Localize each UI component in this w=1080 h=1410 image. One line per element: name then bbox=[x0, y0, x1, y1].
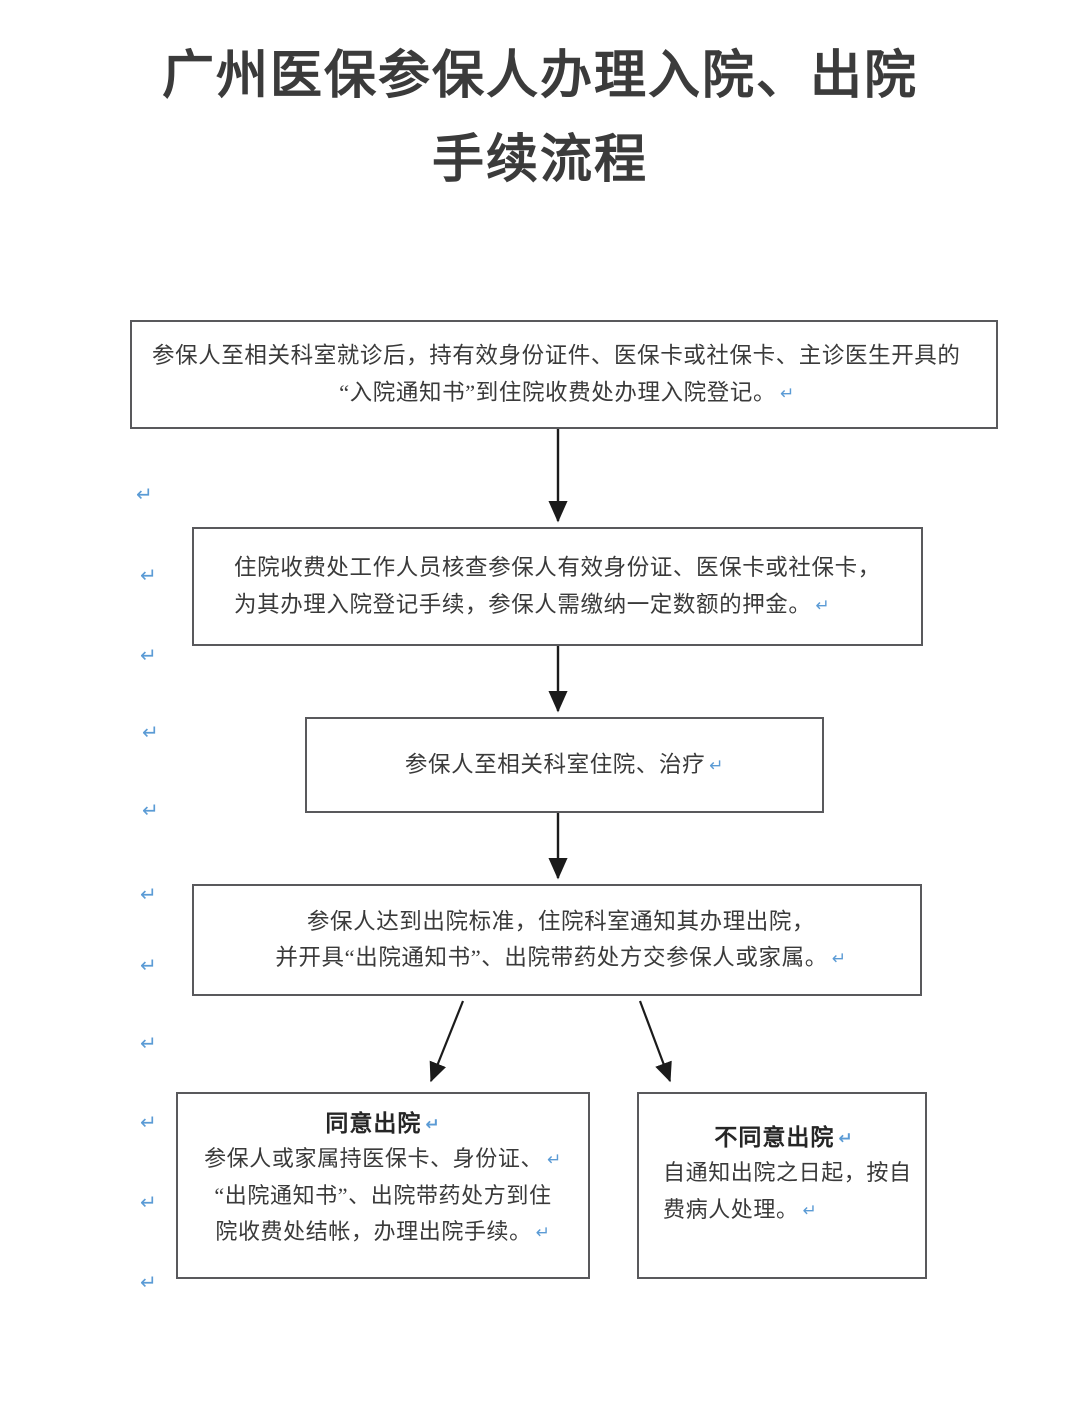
paragraph-mark-icon: ↵ bbox=[709, 755, 725, 776]
flow-node-verification-deposit: 住院收费处工作人员核查参保人有效身份证、医保卡或社保卡， 为其办理入院登记手续，… bbox=[192, 527, 923, 646]
flow-node-disagree-discharge: 不同意出院↵ 自通知出院之日起，按自 费病人处理。↵ bbox=[637, 1092, 927, 1279]
margin-paragraph-mark-icon: ↵ bbox=[140, 882, 157, 906]
margin-paragraph-mark-icon: ↵ bbox=[136, 482, 153, 506]
connector-box4-box6 bbox=[638, 1000, 672, 1083]
paragraph-mark-icon: ↵ bbox=[535, 1223, 551, 1244]
connector-box4-box5 bbox=[429, 1000, 465, 1083]
margin-paragraph-mark-icon: ↵ bbox=[140, 563, 157, 587]
margin-paragraph-mark-icon: ↵ bbox=[140, 1110, 157, 1134]
flow-node-heading: 不同意出院↵ bbox=[714, 1124, 854, 1150]
flow-node-line: “入院通知书”到住院收费处办理入院登记。↵ bbox=[339, 379, 795, 405]
flow-node-line: 参保人或家属持医保卡、身份证、↵ bbox=[204, 1146, 562, 1171]
flow-node-line: 为其办理入院登记手续，参保人需缴纳一定数额的押金。↵ bbox=[234, 591, 831, 617]
flow-node-agree-discharge: 同意出院↵ 参保人或家属持医保卡、身份证、↵ “出院通知书”、出院带药处方到住 … bbox=[176, 1092, 590, 1279]
margin-paragraph-mark-icon: ↵ bbox=[140, 643, 157, 667]
margin-paragraph-mark-icon: ↵ bbox=[140, 1190, 157, 1214]
flow-node-line: 并开具“出院通知书”、出院带药处方交参保人或家属。↵ bbox=[275, 945, 847, 970]
flow-node-line: 参保人至相关科室住院、治疗↵ bbox=[404, 751, 725, 777]
flow-node-line: 院收费处结帐，办理出院手续。↵ bbox=[215, 1219, 551, 1245]
flow-node-line: 费病人处理。↵ bbox=[663, 1196, 818, 1222]
flow-node-line: 自通知出院之日起，按自 bbox=[663, 1160, 912, 1185]
page-title: 广州医保参保人办理入院、出院 手续流程 bbox=[0, 34, 1080, 202]
page-title-line-1: 广州医保参保人办理入院、出院 bbox=[161, 47, 918, 105]
margin-paragraph-mark-icon: ↵ bbox=[142, 798, 159, 822]
paragraph-mark-icon: ↵ bbox=[780, 383, 795, 404]
flow-node-heading: 同意出院↵ bbox=[325, 1110, 441, 1136]
flow-node-line: 参保人至相关科室就诊后，持有效身份证件、医保卡或社保卡、主诊医生开具的 bbox=[152, 343, 961, 369]
paragraph-mark-icon: ↵ bbox=[425, 1115, 441, 1135]
flow-node-admission-registration: 参保人至相关科室就诊后，持有效身份证件、医保卡或社保卡、主诊医生开具的 “入院通… bbox=[130, 320, 998, 429]
paragraph-mark-icon: ↵ bbox=[802, 1200, 818, 1221]
margin-paragraph-mark-icon: ↵ bbox=[140, 1031, 157, 1055]
paragraph-mark-icon: ↵ bbox=[831, 949, 847, 969]
flow-node-line: “出院通知书”、出院带药处方到住 bbox=[214, 1182, 552, 1208]
flow-node-discharge-notification: 参保人达到出院标准，住院科室通知其办理出院， 并开具“出院通知书”、出院带药处方… bbox=[192, 884, 922, 996]
page-title-line-2: 手续流程 bbox=[431, 131, 648, 190]
flow-node-line: 住院收费处工作人员核查参保人有效身份证、医保卡或社保卡， bbox=[234, 555, 881, 581]
paragraph-mark-icon: ↵ bbox=[838, 1129, 854, 1149]
margin-paragraph-mark-icon: ↵ bbox=[140, 953, 157, 977]
paragraph-mark-icon: ↵ bbox=[815, 595, 831, 616]
flow-node-line: 参保人达到出院标准，住院科室通知其办理出院， bbox=[306, 908, 816, 934]
flow-node-hospitalization-treatment: 参保人至相关科室住院、治疗↵ bbox=[305, 717, 824, 813]
margin-paragraph-mark-icon: ↵ bbox=[142, 720, 159, 744]
paragraph-mark-icon: ↵ bbox=[547, 1150, 562, 1170]
margin-paragraph-mark-icon: ↵ bbox=[140, 1270, 157, 1294]
